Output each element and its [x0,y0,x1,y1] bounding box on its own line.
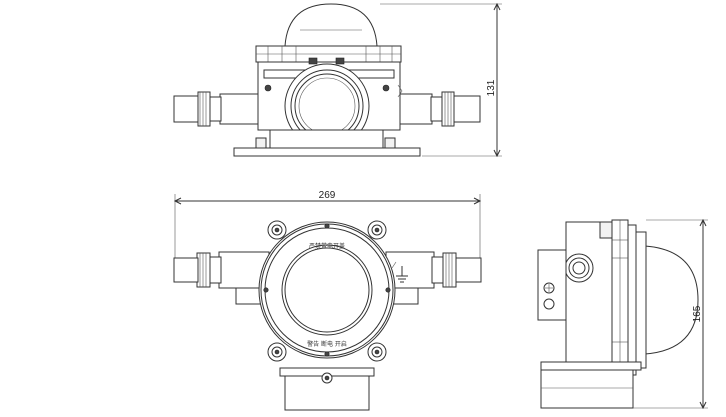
front-view: 269 [173,190,482,411]
front-view-glass [281,244,373,336]
dimension-269: 269 [173,190,482,262]
dimension-131-label: 131 [486,79,497,96]
top-view-left-gland [173,91,259,127]
side-view: 165 [537,218,708,410]
side-view-gland [564,253,594,283]
front-view-left-gland [173,251,270,289]
side-view-housing [565,221,613,371]
front-marking-bottom: 警告 断电 开启 [307,340,347,348]
dimension-165: 165 [633,218,708,410]
dimension-165-label: 165 [692,305,703,322]
side-view-dome [644,245,699,355]
top-view [173,3,481,157]
side-view-base [540,369,634,409]
front-marking-top: 严禁带电开盖 [309,242,345,250]
ground-icon [396,266,408,283]
dimension-131: 131 [380,2,502,158]
dimension-269-label: 269 [319,190,336,201]
front-view-right-gland [385,251,482,289]
front-view-bolts [263,223,391,358]
top-view-dome [284,3,378,47]
top-view-base-plate [233,147,421,157]
top-view-right-gland [399,91,481,127]
